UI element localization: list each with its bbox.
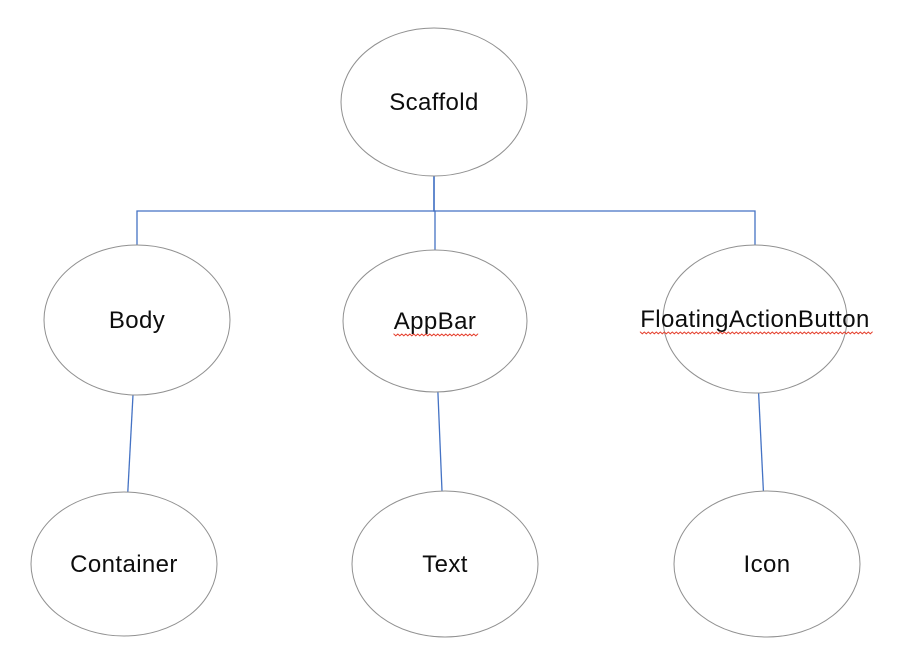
node-label: FloatingActionButton — [640, 306, 869, 333]
node-ellipse[interactable] — [340, 27, 528, 177]
connector-appbar-text[interactable] — [437, 391, 443, 492]
node-label: Icon — [744, 551, 791, 578]
node-container[interactable]: Container — [30, 491, 218, 637]
connector-floatingactionbutton-icon[interactable] — [757, 392, 765, 492]
spellcheck-squiggle — [639, 331, 873, 335]
node-label: Text — [422, 551, 468, 578]
node-text[interactable]: Text — [351, 490, 539, 638]
node-label: Body — [109, 307, 165, 334]
node-appbar[interactable]: AppBar — [342, 249, 528, 393]
node-ellipse[interactable] — [30, 491, 218, 637]
node-label: AppBar — [394, 308, 476, 335]
node-icon[interactable]: Icon — [673, 490, 861, 638]
node-ellipse[interactable] — [342, 249, 528, 393]
spellcheck-squiggle — [393, 333, 479, 337]
node-floatingactionbutton[interactable]: FloatingActionButton — [639, 244, 873, 394]
node-label: Container — [70, 551, 178, 578]
connector-scaffold-body[interactable] — [136, 176, 435, 245]
connector-scaffold-floatingactionbutton[interactable] — [433, 176, 756, 245]
node-label: Scaffold — [389, 89, 479, 116]
node-ellipse[interactable] — [673, 490, 861, 638]
connector-body-container[interactable] — [127, 394, 134, 493]
node-ellipse[interactable] — [43, 244, 231, 396]
node-body[interactable]: Body — [43, 244, 231, 396]
node-scaffold[interactable]: Scaffold — [340, 27, 528, 177]
connector-layer — [127, 176, 765, 493]
node-ellipse[interactable] — [662, 244, 848, 394]
node-ellipse[interactable] — [351, 490, 539, 638]
